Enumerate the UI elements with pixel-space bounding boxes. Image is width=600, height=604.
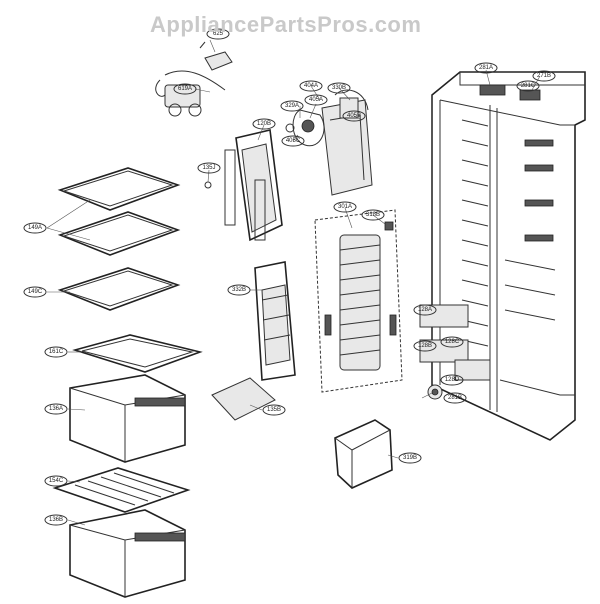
callout-128a-label: 128A [418, 307, 432, 313]
callout-161c: 161C [44, 346, 68, 358]
callout-128c: 128C [440, 336, 464, 348]
callout-319b-label: 319B [403, 455, 417, 461]
part-619a-water-valve [155, 70, 226, 117]
part-154c-crisper-cover [52, 467, 191, 513]
glass-shelves [57, 167, 181, 311]
part-136b-drawer [69, 509, 186, 598]
door-hinges [419, 84, 541, 381]
cabinet-shelf-rungs-right [504, 139, 556, 321]
refrigerator-cabinet [419, 71, 586, 441]
callout-271b: 271B [532, 70, 556, 82]
leader-lines [46, 69, 541, 526]
callout-149a: 149A [23, 222, 47, 234]
callout-161c-label: 161C [49, 349, 64, 355]
callout-619a-label: 619A [178, 86, 192, 92]
callout-625-label: 625 [213, 31, 224, 37]
callout-301a: 301A [333, 201, 357, 213]
callout-135b-label: 135B [267, 407, 281, 413]
callout-281c: 281C [516, 80, 540, 92]
callout-301a-label: 301A [338, 204, 352, 210]
callout-332b-label: 332B [232, 287, 246, 293]
callout-149c-label: 149C [28, 289, 43, 295]
callout-271b-label: 271B [537, 73, 551, 79]
callout-405a: 405A [304, 94, 328, 106]
part-319b-cover [334, 419, 393, 489]
callout-319b: 319B [398, 452, 422, 464]
callout-281a: 281A [474, 62, 498, 74]
callout-128b-label: 128B [418, 343, 432, 349]
callout-136b: 136B [44, 514, 68, 526]
callout-136b-label: 136B [49, 517, 63, 523]
callout-405a-label: 405A [309, 97, 323, 103]
part-301a-evaporator [314, 209, 403, 393]
part-332b-duct [254, 261, 296, 381]
callout-149c: 149C [23, 286, 47, 298]
callout-329a-label: 329A [285, 103, 299, 109]
part-135b-tray [211, 377, 276, 421]
callout-625: 625 [206, 28, 230, 40]
callout-281b-label: 281B [448, 395, 462, 401]
evaporator-coils [339, 244, 381, 356]
callout-405c-label: 405C [286, 138, 301, 144]
callout-154c-label: 154C [49, 478, 64, 484]
callout-128d: 128D [440, 374, 464, 386]
part-625-module [199, 39, 233, 71]
callout-405c: 405C [281, 135, 305, 147]
callout-405b: 405B [342, 110, 366, 122]
callout-135j-label: 135J [202, 165, 215, 171]
callout-128d-label: 128D [445, 377, 460, 383]
callout-135b: 135B [262, 404, 286, 416]
callout-330b-label: 330B [332, 85, 346, 91]
callout-619a: 619A [173, 83, 197, 95]
callout-330b: 330B [327, 82, 351, 94]
callout-128a: 128A [413, 304, 437, 316]
callout-329a: 329A [280, 100, 304, 112]
callout-149a-label: 149A [28, 225, 42, 231]
callout-404a: 404A [299, 80, 323, 92]
part-161c-crisper-cover [72, 334, 203, 373]
callout-281c-label: 281C [521, 83, 536, 89]
callout-120b: 120B [252, 118, 276, 130]
callout-332b: 332B [227, 284, 251, 296]
part-136a-drawer [69, 374, 186, 463]
callout-281a-label: 281A [479, 65, 493, 71]
callout-135j: 135J [197, 162, 221, 174]
callout-154c: 154C [44, 475, 68, 487]
callout-128c-label: 128C [445, 339, 460, 345]
callout-318b-label: 318B [366, 212, 380, 218]
callout-128b: 128B [413, 340, 437, 352]
ice-maker-assembly [285, 89, 373, 196]
callout-136a: 136A [44, 403, 68, 415]
callout-318b: 318B [361, 209, 385, 221]
part-120b-panel [224, 129, 283, 242]
callout-405b-label: 405B [347, 113, 361, 119]
bottom-hinge-assembly [427, 384, 443, 400]
callout-120b-label: 120B [257, 121, 271, 127]
watermark: AppliancePartsPros.com [150, 12, 422, 37]
callout-404a-label: 404A [304, 83, 318, 89]
part-135j [204, 181, 212, 189]
callout-136a-label: 136A [49, 406, 63, 412]
callout-281b: 281B [443, 392, 467, 404]
